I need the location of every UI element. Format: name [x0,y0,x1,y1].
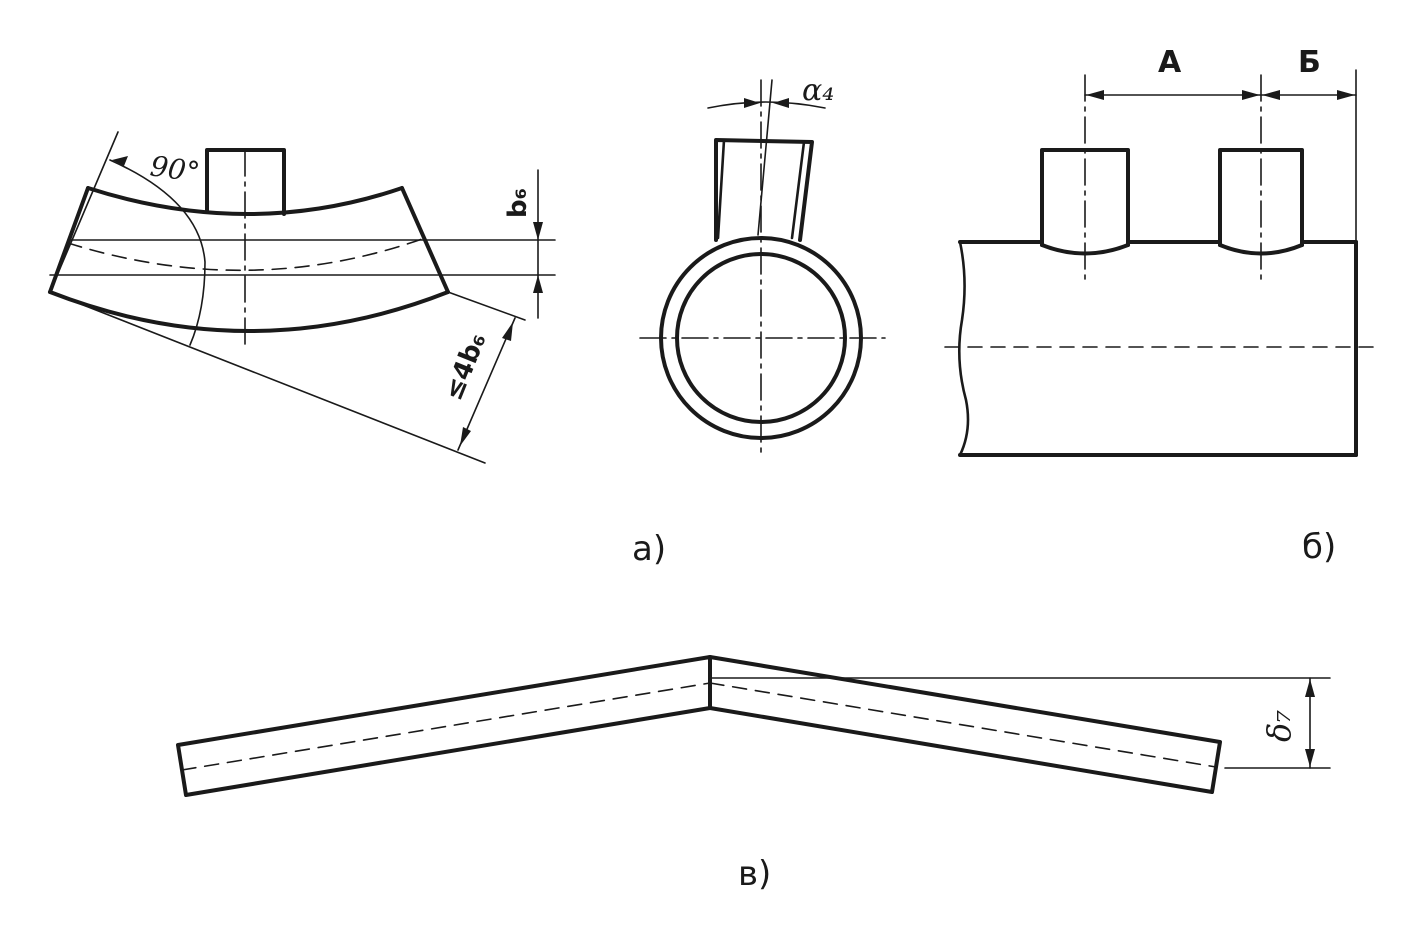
4b6-arrow-top [502,322,513,341]
alpha4-dimension-arc [707,101,826,109]
caption-fig-a: а) [632,529,666,569]
angle-90-arrow [112,156,128,166]
bent-pipe-inner-edge [48,290,450,333]
view-straight-pipe: А Б [944,45,1376,457]
alpha4-arrow-right [773,98,789,108]
strip-left-axis [181,682,711,771]
angle-90-arc [109,159,206,346]
4b6-dimension-line [457,317,516,451]
4b6-arrow-bottom [460,427,471,446]
caption-fig-b: б) [1302,527,1336,567]
tangent-line-upper [447,291,526,321]
strip-right-axis [709,682,1217,768]
b6-label: b₆ [503,188,533,218]
angle-90-label: 90° [148,149,202,189]
delta7-arrow-top [1305,679,1315,697]
tangent-line-lower [49,291,486,464]
strip-left-segment [176,655,712,797]
b6-arrow-bottom [533,275,543,293]
4b6-label: ≤4b₆ [438,329,492,405]
alpha4-label: α₄ [802,73,834,108]
b6-arrow-top [533,222,543,240]
view-bent-pipe: b₆ 90° ≤4b₆ [48,131,556,464]
delta7-arrow-bottom [1305,749,1315,767]
section-nozzle [714,138,814,242]
alpha4-arrow-left [744,98,760,108]
straight-pipe-break-line [957,240,970,457]
A-label: А [1158,45,1182,80]
A-arrow-right [1242,90,1260,100]
section-nozzle-inner-right [790,140,806,240]
caption-fig-v: в) [738,854,771,894]
bent-pipe-outer-edge [86,186,404,216]
view-cross-section: α₄ [639,73,886,456]
B-arrow-right [1337,90,1355,100]
B-label: Б [1298,45,1321,80]
angle-construction-line [49,131,119,293]
section-tilted-axis [757,79,773,236]
delta7-label: δ₇ [1260,710,1298,742]
section-nozzle-inner-left [716,138,726,240]
bent-pipe-axis [67,237,426,272]
A-arrow-left [1086,90,1104,100]
B-arrow-left [1262,90,1280,100]
view-bent-strip: δ₇ [176,655,1331,797]
